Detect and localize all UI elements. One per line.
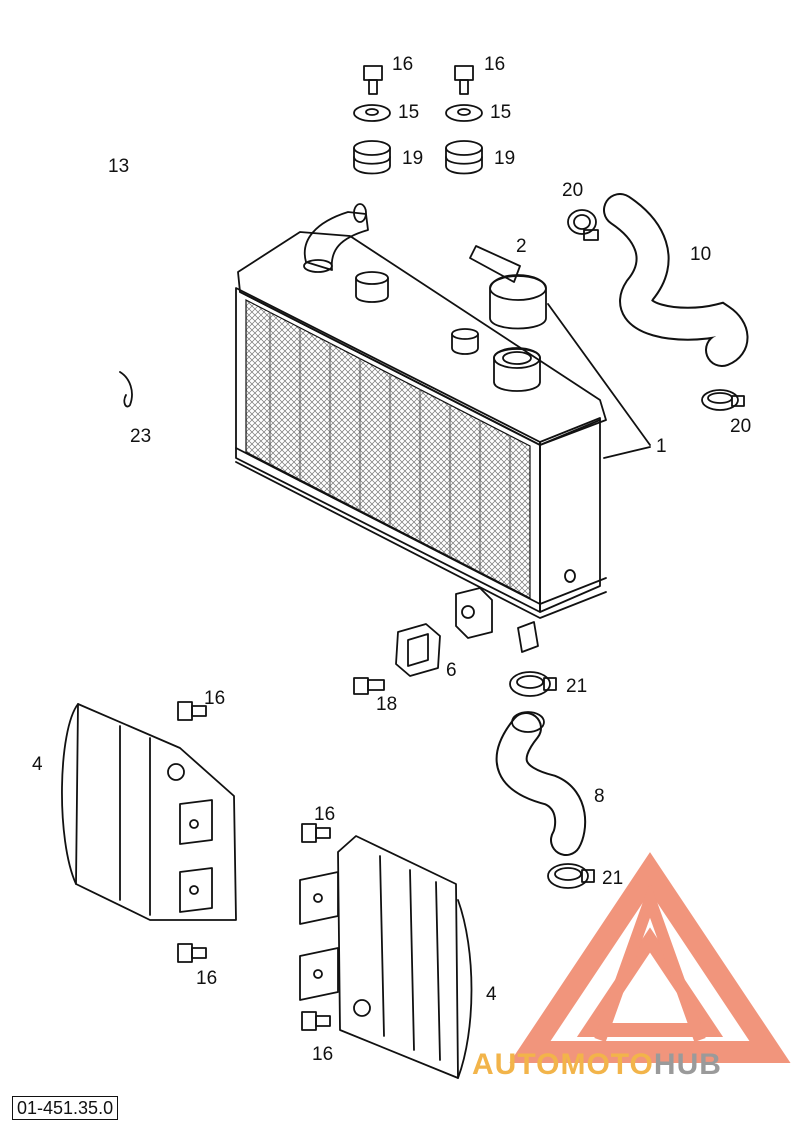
callout-16-shroud-3: 16 [314,804,335,825]
callout-20-upper: 20 [562,180,583,201]
callout-16-shroud-1: 16 [204,688,225,709]
hose-clamp-21-lower [547,863,595,889]
radiator-shroud-4-right [299,835,473,1079]
radiator-shroud-4-left [61,703,237,921]
hose-clamp-20-upper [567,209,599,241]
watermark-brand-part2: HUB [654,1048,722,1081]
washer-15-left [353,104,391,122]
callout-16-shroud-2: 16 [196,968,217,989]
radiator-cap-2 [469,245,547,330]
grommet-19-right [445,140,483,175]
callout-21-upper: 21 [566,676,587,697]
callout-23: 23 [130,426,151,447]
screw-16-shroud-2 [177,943,207,963]
callout-16-shroud-4: 16 [312,1044,333,1065]
callout-13: 13 [108,156,129,177]
callout-6: 6 [446,660,457,681]
callout-1: 1 [656,436,667,457]
callout-8: 8 [594,786,605,807]
callout-15-right: 15 [490,102,511,123]
callout-20-lower: 20 [730,416,751,437]
callout-16-top-left: 16 [392,54,413,75]
radiator-1 [235,203,607,653]
overflow-hose-13 [120,124,211,323]
callout-18: 18 [376,694,397,715]
leader-line-1 [547,303,651,459]
watermark-text: AUTOMOTOHUB [472,1048,722,1081]
screw-16-shroud-1 [177,701,207,721]
callout-4-right: 4 [486,984,497,1005]
reference-code: 01-451.35.0 [12,1096,119,1120]
callout-21-lower: 21 [602,868,623,889]
hose-clamp-21-upper [509,671,557,697]
grommet-19-left [353,140,391,175]
callout-19-left: 19 [402,148,423,169]
upper-hose-10 [603,193,749,367]
screw-16-right [454,65,474,95]
lower-hose-8 [495,711,587,856]
callout-15-left: 15 [398,102,419,123]
watermark-logo [509,852,791,1063]
callout-2: 2 [516,236,527,257]
screw-18 [353,677,385,695]
screw-16-shroud-3 [301,823,331,843]
callout-4-left: 4 [32,754,43,775]
screw-16-shroud-4 [301,1011,331,1031]
callout-16-top-right: 16 [484,54,505,75]
bracket-6 [395,623,441,677]
screw-16-left [363,65,383,95]
callout-10: 10 [690,244,711,265]
callout-19-right: 19 [494,148,515,169]
hose-clip-23 [119,371,133,408]
hose-clamp-20-lower [701,389,745,411]
watermark-brand-part1: AUTOMOTO [472,1048,654,1081]
washer-15-right [445,104,483,122]
